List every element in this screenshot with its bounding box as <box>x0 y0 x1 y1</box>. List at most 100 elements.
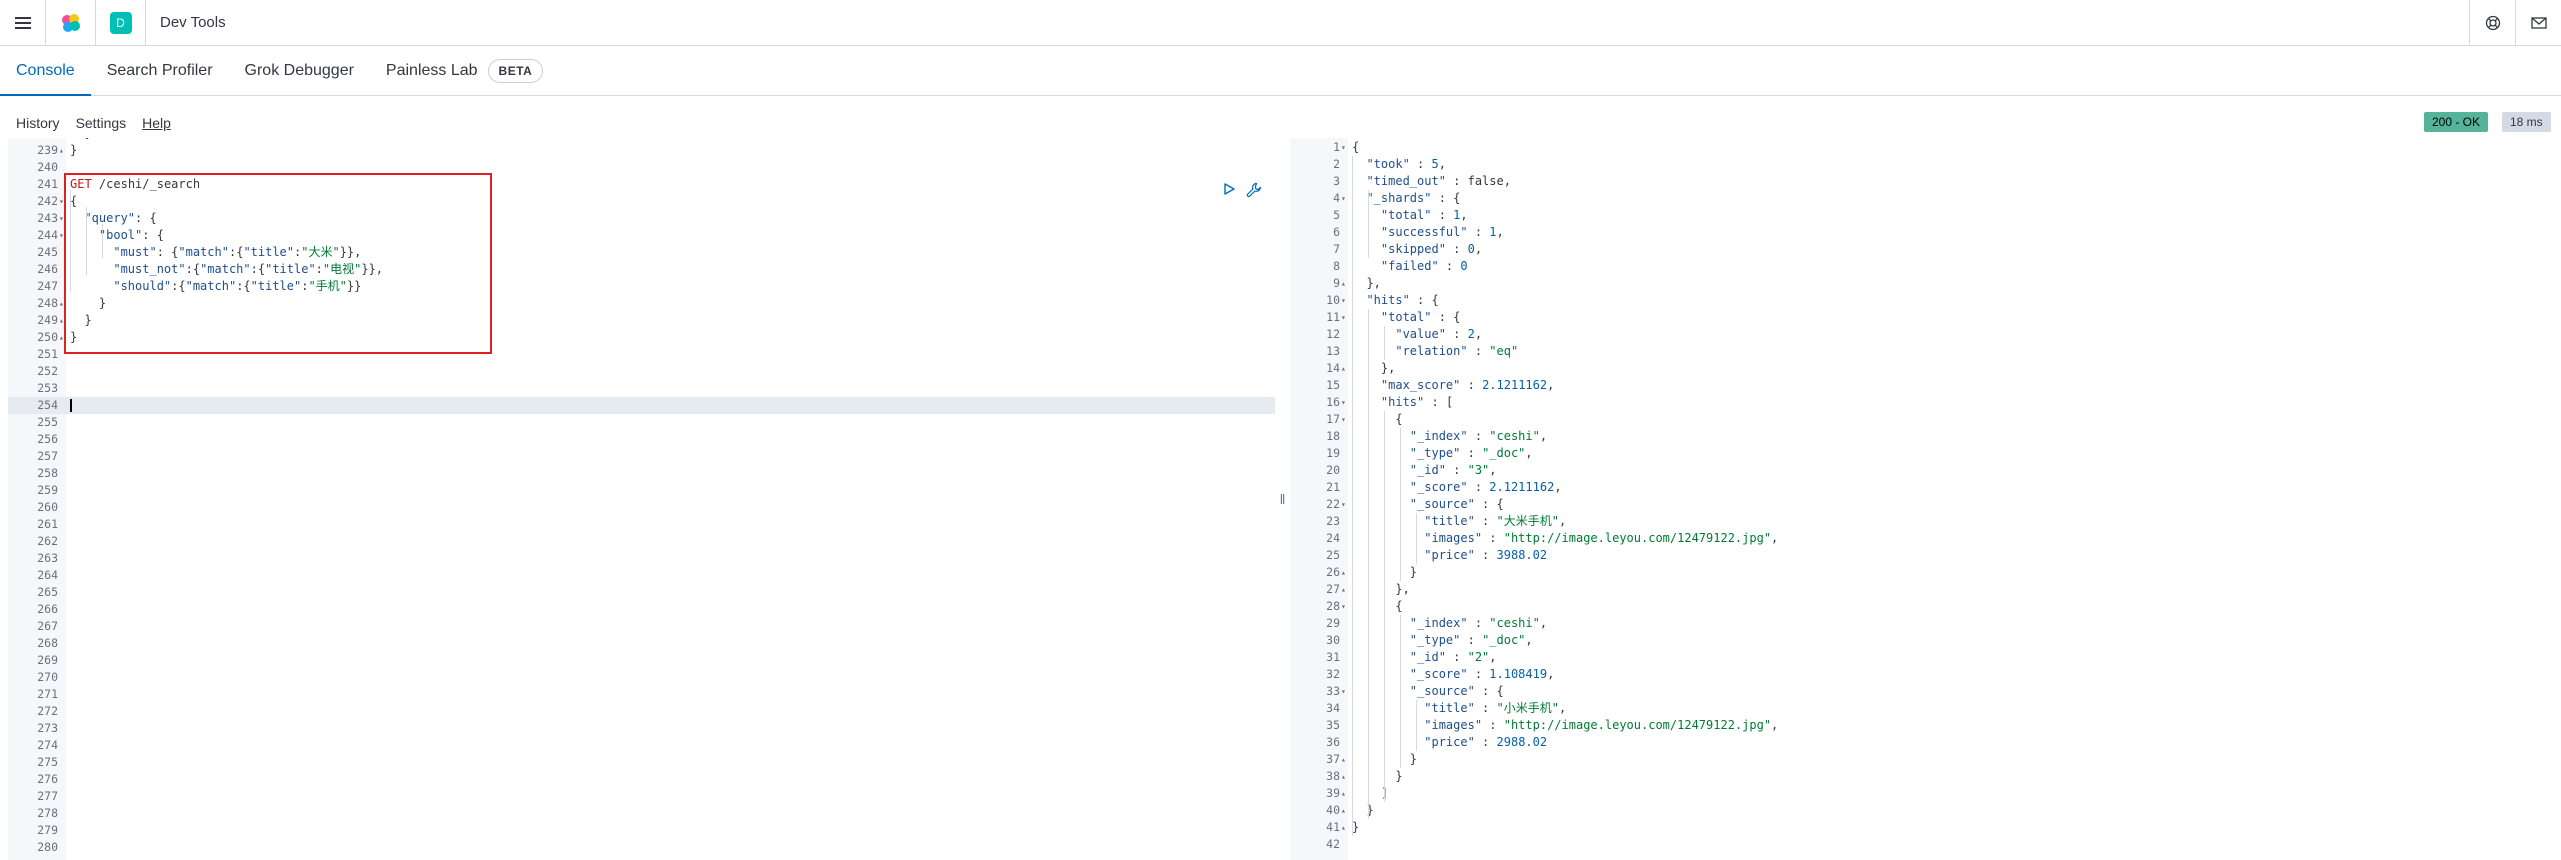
request-time-badge: 18 ms <box>2502 112 2551 132</box>
code-line[interactable]: 247 "should":{"match":{"title":"手机"}} <box>8 278 1275 295</box>
help-menu-button[interactable] <box>2469 0 2515 46</box>
code-line: 11▾ "total" : { <box>1290 309 2561 326</box>
tab-grok-debugger[interactable]: Grok Debugger <box>229 47 370 95</box>
code-line[interactable]: 242▾{ <box>8 193 1275 210</box>
code-line[interactable]: 274 <box>8 737 1275 754</box>
code-line[interactable]: 267 <box>8 618 1275 635</box>
code-line[interactable]: 271 <box>8 686 1275 703</box>
code-line[interactable]: 266 <box>8 601 1275 618</box>
tab-painless-lab[interactable]: Painless Lab BETA <box>370 47 559 95</box>
tab-label: Search Profiler <box>106 62 213 79</box>
code-line[interactable]: 250▴} <box>8 329 1275 346</box>
code-line[interactable]: 259 <box>8 482 1275 499</box>
wrench-icon[interactable] <box>1246 182 1262 198</box>
fold-close-icon[interactable]: ▴ <box>1341 568 1346 577</box>
space-avatar: D <box>109 11 132 34</box>
fold-close-icon[interactable]: ▴ <box>1341 823 1346 832</box>
fold-close-icon[interactable]: ▴ <box>1341 755 1346 764</box>
fold-open-icon[interactable]: ▾ <box>1341 143 1346 152</box>
code-line[interactable]: 263 <box>8 550 1275 567</box>
code-line[interactable]: 238 } <box>8 138 1275 142</box>
play-icon[interactable] <box>1222 182 1236 196</box>
help-link[interactable]: Help <box>142 115 171 131</box>
fold-open-icon[interactable]: ▾ <box>59 214 64 223</box>
settings-link[interactable]: Settings <box>75 115 127 131</box>
code-line[interactable]: 270 <box>8 669 1275 686</box>
code-line[interactable]: 275 <box>8 754 1275 771</box>
code-text: "skipped" : 0, <box>1380 242 1483 256</box>
code-text: "should":{"match":{"title":"手机"}} <box>113 279 362 293</box>
code-line[interactable]: 278 <box>8 805 1275 822</box>
line-number: 28 <box>1326 599 1340 613</box>
code-line[interactable]: 268 <box>8 635 1275 652</box>
fold-close-icon[interactable]: ▴ <box>59 146 64 155</box>
code-line[interactable]: 246 "must_not":{"match":{"title":"电视"}}, <box>8 261 1275 278</box>
fold-close-icon[interactable]: ▴ <box>1341 806 1346 815</box>
fold-close-icon[interactable]: ▴ <box>1341 585 1346 594</box>
code-line[interactable]: 279 <box>8 822 1275 839</box>
fold-open-icon[interactable]: ▾ <box>1341 415 1346 424</box>
code-line[interactable]: 276 <box>8 771 1275 788</box>
fold-open-icon[interactable]: ▾ <box>1341 296 1346 305</box>
code-line[interactable]: 245 "must": {"match":{"title":"大米"}}, <box>8 244 1275 261</box>
code-line[interactable]: 240 <box>8 159 1275 176</box>
code-line[interactable]: 273 <box>8 720 1275 737</box>
space-selector[interactable]: D <box>96 0 146 46</box>
code-line: 3 "timed_out" : false, <box>1290 173 2561 190</box>
fold-open-icon[interactable]: ▾ <box>1341 687 1346 696</box>
fold-close-icon[interactable]: ▴ <box>1341 279 1346 288</box>
code-line[interactable]: 272 <box>8 703 1275 720</box>
fold-open-icon[interactable]: ▾ <box>59 197 64 206</box>
tab-search-profiler[interactable]: Search Profiler <box>91 47 229 95</box>
fold-open-icon[interactable]: ▾ <box>1341 313 1346 322</box>
indent-guide <box>86 207 87 275</box>
fold-open-icon[interactable]: ▾ <box>59 231 64 240</box>
fold-open-icon[interactable]: ▾ <box>1341 602 1346 611</box>
line-number: 31 <box>1326 650 1340 664</box>
code-line[interactable]: 256 <box>8 431 1275 448</box>
code-line[interactable]: 254 <box>8 397 1275 414</box>
code-line[interactable]: 261 <box>8 516 1275 533</box>
code-line[interactable]: 239▴} <box>8 142 1275 159</box>
code-line[interactable]: 253 <box>8 380 1275 397</box>
code-line[interactable]: 255 <box>8 414 1275 431</box>
fold-open-icon[interactable]: ▾ <box>1341 398 1346 407</box>
fold-close-icon[interactable]: ▴ <box>1341 772 1346 781</box>
menu-button[interactable] <box>0 0 46 46</box>
fold-close-icon[interactable]: ▴ <box>59 316 64 325</box>
fold-close-icon[interactable]: ▴ <box>59 299 64 308</box>
code-line[interactable]: 280 <box>8 839 1275 856</box>
code-line[interactable]: 244▾ "bool": { <box>8 227 1275 244</box>
code-line[interactable]: 249▴ } <box>8 312 1275 329</box>
line-number: 275 <box>37 755 58 769</box>
code-text: "took" : 5, <box>1366 157 1446 171</box>
newsfeed-button[interactable] <box>2515 0 2561 46</box>
code-line[interactable]: 269 <box>8 652 1275 669</box>
code-line[interactable]: 262 <box>8 533 1275 550</box>
code-line[interactable]: 257 <box>8 448 1275 465</box>
code-text: "successful" : 1, <box>1380 225 1504 239</box>
history-link[interactable]: History <box>16 115 60 131</box>
code-line[interactable]: 243▾ "query": { <box>8 210 1275 227</box>
code-line[interactable]: 260 <box>8 499 1275 516</box>
code-line[interactable]: 251 <box>8 346 1275 363</box>
code-text: "query": { <box>84 211 157 225</box>
fold-close-icon[interactable]: ▴ <box>1341 789 1346 798</box>
code-line[interactable]: 248▴ } <box>8 295 1275 312</box>
fold-open-icon[interactable]: ▾ <box>1341 500 1346 509</box>
code-line[interactable]: 264 <box>8 567 1275 584</box>
code-line[interactable]: 252 <box>8 363 1275 380</box>
pane-resizer[interactable]: ‖ <box>1279 491 1286 507</box>
code-line[interactable]: 265 <box>8 584 1275 601</box>
code-line[interactable]: 277 <box>8 788 1275 805</box>
home-link[interactable] <box>46 0 96 46</box>
fold-close-icon[interactable]: ▴ <box>1341 364 1346 373</box>
fold-open-icon[interactable]: ▾ <box>1341 194 1346 203</box>
tab-console[interactable]: Console <box>0 47 91 96</box>
code-line[interactable]: 258 <box>8 465 1275 482</box>
fold-close-icon[interactable]: ▴ <box>59 333 64 342</box>
code-text: "images" : "http://image.leyou.com/12479… <box>1424 718 1779 732</box>
line-number: 24 <box>1326 531 1340 545</box>
